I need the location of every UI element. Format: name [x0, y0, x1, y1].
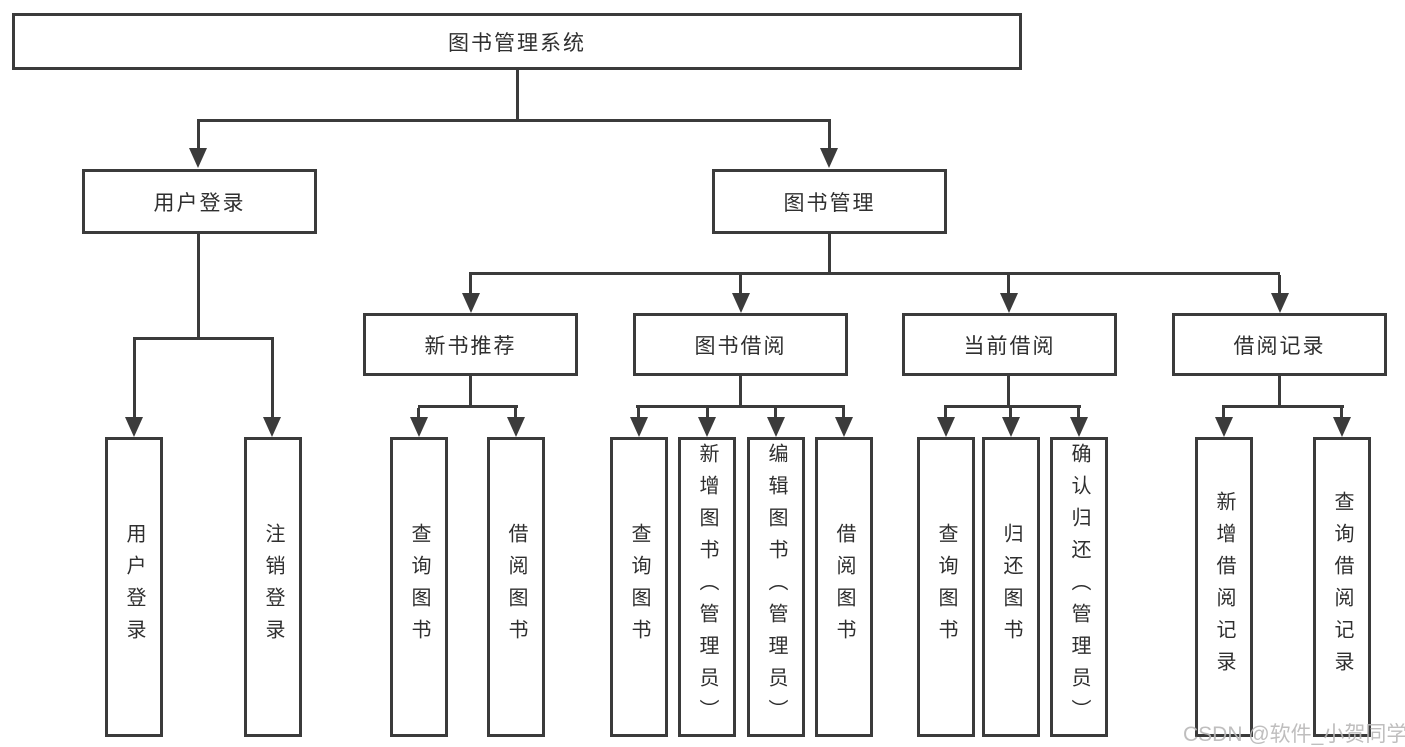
- connector-line: [1077, 408, 1080, 417]
- leaf-logout: 注销登录: [244, 437, 302, 737]
- connector-line: [774, 408, 777, 417]
- leaf-label: 注销登录: [262, 523, 284, 651]
- connector-line: [1278, 376, 1281, 405]
- leaf-confirm-return-admin: 确认归还（管理员）: [1050, 437, 1108, 737]
- connector-line: [944, 405, 1081, 408]
- node-user-login: 用户登录: [82, 169, 317, 234]
- arrow-down-icon: [698, 417, 716, 437]
- connector-line: [1007, 376, 1010, 405]
- arrow-down-icon: [835, 417, 853, 437]
- connector-line: [516, 70, 519, 122]
- arrow-down-icon: [767, 417, 785, 437]
- node-new-book-recommendation: 新书推荐: [363, 313, 578, 376]
- connector-line: [133, 340, 136, 417]
- leaf-return-books: 归还图书: [982, 437, 1040, 737]
- connector-line: [197, 234, 200, 337]
- leaf-add-book-admin: 新增图书（管理员）: [678, 437, 736, 737]
- arrow-down-icon: [507, 417, 525, 437]
- connector-line: [1222, 405, 1344, 408]
- leaf-label: 查询图书: [935, 523, 957, 651]
- arrow-down-icon: [1070, 417, 1088, 437]
- node-current-borrowing: 当前借阅: [902, 313, 1117, 376]
- node-label: 新书推荐: [424, 334, 517, 358]
- arrow-down-icon: [1333, 417, 1351, 437]
- node-label: 用户登录: [153, 191, 246, 215]
- arrow-down-icon: [1215, 417, 1233, 437]
- leaf-label: 新增借阅记录: [1213, 491, 1235, 683]
- node-label: 图书管理: [783, 191, 876, 215]
- node-label: 图书借阅: [694, 334, 787, 358]
- leaf-label: 查询图书: [408, 523, 430, 651]
- arrow-down-icon: [820, 148, 838, 168]
- connector-line: [636, 405, 845, 408]
- connector-line: [1340, 408, 1343, 417]
- connector-line: [271, 340, 274, 417]
- connector-line: [828, 234, 831, 272]
- connector-line: [1222, 408, 1225, 417]
- node-label: 图书管理系统: [448, 31, 586, 55]
- arrow-down-icon: [630, 417, 648, 437]
- arrow-down-icon: [1002, 417, 1020, 437]
- leaf-add-borrow-record: 新增借阅记录: [1195, 437, 1253, 737]
- leaf-label: 借阅图书: [505, 523, 527, 651]
- connector-line: [637, 408, 640, 417]
- leaf-query-books-current: 查询图书: [917, 437, 975, 737]
- leaf-borrow-books-recommend: 借阅图书: [487, 437, 545, 737]
- arrow-down-icon: [732, 293, 750, 313]
- leaf-label: 用户登录: [123, 523, 145, 651]
- connector-line: [418, 405, 518, 408]
- connector-line: [944, 408, 947, 417]
- leaf-label: 新增图书（管理员）: [696, 443, 718, 731]
- arrow-down-icon: [937, 417, 955, 437]
- node-borrowing-records: 借阅记录: [1172, 313, 1387, 376]
- connector-line: [197, 119, 831, 122]
- connector-line: [469, 376, 472, 405]
- leaf-label: 归还图书: [1000, 523, 1022, 651]
- leaf-label: 查询图书: [628, 523, 650, 651]
- connector-line: [739, 275, 742, 293]
- connector-line: [1009, 408, 1012, 417]
- arrow-down-icon: [410, 417, 428, 437]
- arrow-down-icon: [189, 148, 207, 168]
- node-library-system: 图书管理系统: [12, 13, 1022, 70]
- leaf-query-books-recommend: 查询图书: [390, 437, 448, 737]
- arrow-down-icon: [462, 293, 480, 313]
- arrow-down-icon: [263, 417, 281, 437]
- leaf-edit-book-admin: 编辑图书（管理员）: [747, 437, 805, 737]
- leaf-query-borrow-record: 查询借阅记录: [1313, 437, 1371, 737]
- connector-line: [828, 122, 831, 150]
- leaf-query-books-borrowing: 查询图书: [610, 437, 668, 737]
- connector-line: [417, 408, 420, 417]
- connector-line: [133, 337, 274, 340]
- node-book-management: 图书管理: [712, 169, 947, 234]
- connector-line: [469, 275, 472, 293]
- leaf-label: 编辑图书（管理员）: [765, 443, 787, 731]
- leaf-borrow-books-borrowing: 借阅图书: [815, 437, 873, 737]
- arrow-down-icon: [1000, 293, 1018, 313]
- leaf-label: 查询借阅记录: [1331, 491, 1353, 683]
- arrow-down-icon: [1271, 293, 1289, 313]
- connector-line: [197, 122, 200, 150]
- connector-line: [469, 272, 1280, 275]
- leaf-label: 确认归还（管理员）: [1068, 443, 1090, 731]
- node-label: 借阅记录: [1233, 334, 1326, 358]
- node-label: 当前借阅: [963, 334, 1056, 358]
- watermark: CSDN @软件_小贺同学: [1183, 723, 1405, 746]
- connector-line: [1278, 275, 1281, 293]
- connector-line: [1007, 275, 1010, 293]
- connector-line: [739, 376, 742, 405]
- leaf-user-login: 用户登录: [105, 437, 163, 737]
- arrow-down-icon: [125, 417, 143, 437]
- leaf-label: 借阅图书: [833, 523, 855, 651]
- connector-line: [842, 408, 845, 417]
- connector-line: [514, 408, 517, 417]
- node-book-borrowing: 图书借阅: [633, 313, 848, 376]
- connector-line: [706, 408, 709, 417]
